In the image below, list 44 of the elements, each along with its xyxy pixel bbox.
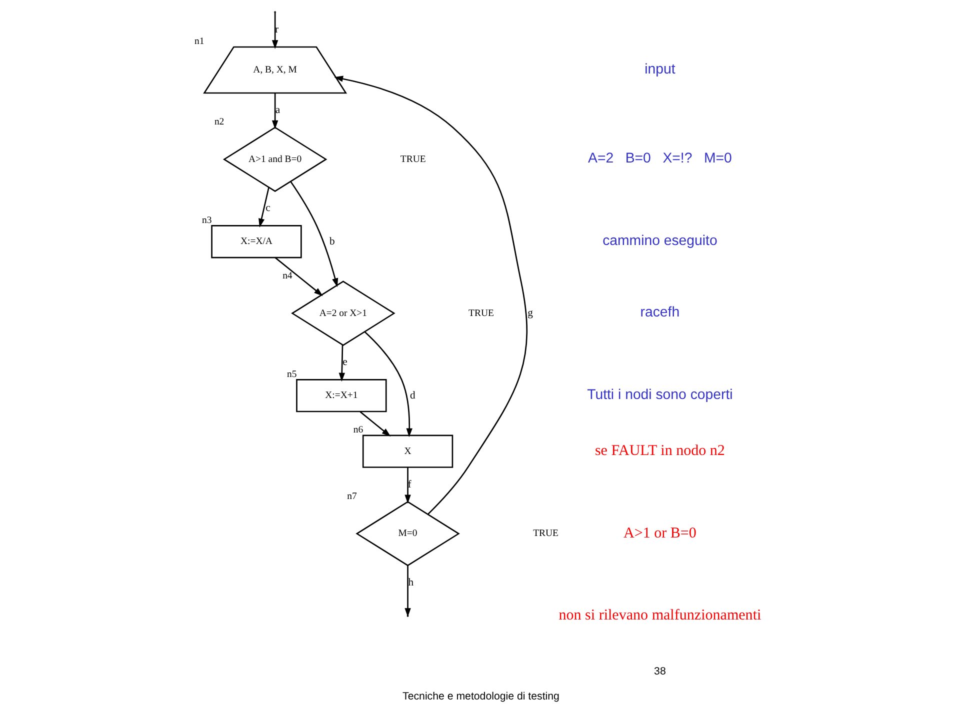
arrow	[359, 411, 390, 437]
node-label: n7	[346, 490, 356, 502]
caption: Tecniche e metodologie di testing	[402, 690, 559, 703]
label: racefh	[640, 304, 680, 320]
label: input	[644, 60, 675, 76]
node-label: n2	[214, 116, 224, 128]
arrow	[271, 93, 278, 130]
node-diamond: M=0	[355, 501, 460, 566]
edge-label: e	[342, 357, 347, 368]
node-box: X:=X/A	[210, 225, 302, 258]
node-label: n6	[352, 424, 363, 436]
edge-label: b	[328, 236, 334, 248]
arrow	[364, 331, 412, 438]
arrow	[334, 76, 527, 515]
label: se FAULT in nodo n2	[594, 442, 724, 459]
arrow	[274, 257, 322, 296]
node-label: n4	[282, 270, 292, 282]
label: non si rilevano malfunzionamenti	[558, 608, 761, 624]
arrow	[271, 12, 278, 49]
label: TRUE	[400, 154, 426, 165]
edge-label: c	[265, 203, 270, 214]
edge-label: r	[274, 24, 278, 36]
node-box: X:=X+1	[296, 379, 386, 412]
label: A=2 B=0 X=!? M=0	[588, 150, 732, 166]
arrow	[258, 187, 269, 228]
node-label: n1	[194, 36, 204, 48]
node-label: n5	[286, 368, 296, 380]
label: TRUE	[532, 528, 558, 540]
edge-label: g	[527, 308, 532, 320]
edge-label: d	[409, 390, 415, 402]
edge-label: a	[274, 104, 280, 116]
arrow	[404, 467, 410, 504]
edge-label: h	[408, 577, 414, 588]
node-diamond: A=2 or X>1	[290, 280, 395, 346]
label: TRUE	[468, 308, 494, 319]
node-diamond: A>1 and B=0	[222, 126, 327, 192]
arrow	[290, 181, 338, 288]
node-box: X	[362, 434, 453, 468]
label: cammino eseguito	[602, 232, 717, 248]
node-label: n3	[202, 214, 212, 226]
arrow	[338, 344, 344, 382]
label: 38	[654, 665, 666, 678]
label: A>1 or B=0	[623, 525, 696, 542]
label: Tutti i nodi sono coperti	[586, 386, 732, 402]
